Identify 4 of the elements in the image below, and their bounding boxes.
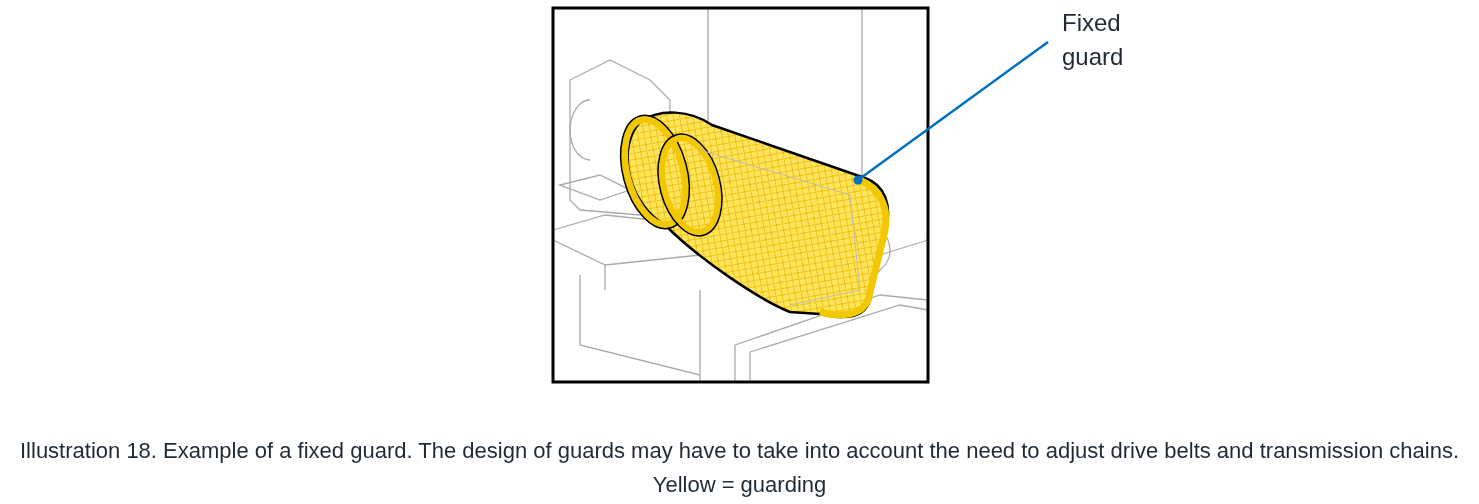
fixed-guard-drawing <box>619 111 890 319</box>
figure-caption: Illustration 18. Example of a fixed guard. The design of guards may have to take into account the need to adjust drive belts and transmission chains. Yellow = guarding <box>19 437 1460 499</box>
callout-label: Fixed guard <box>1062 6 1172 74</box>
leader-line <box>853 41 1049 185</box>
